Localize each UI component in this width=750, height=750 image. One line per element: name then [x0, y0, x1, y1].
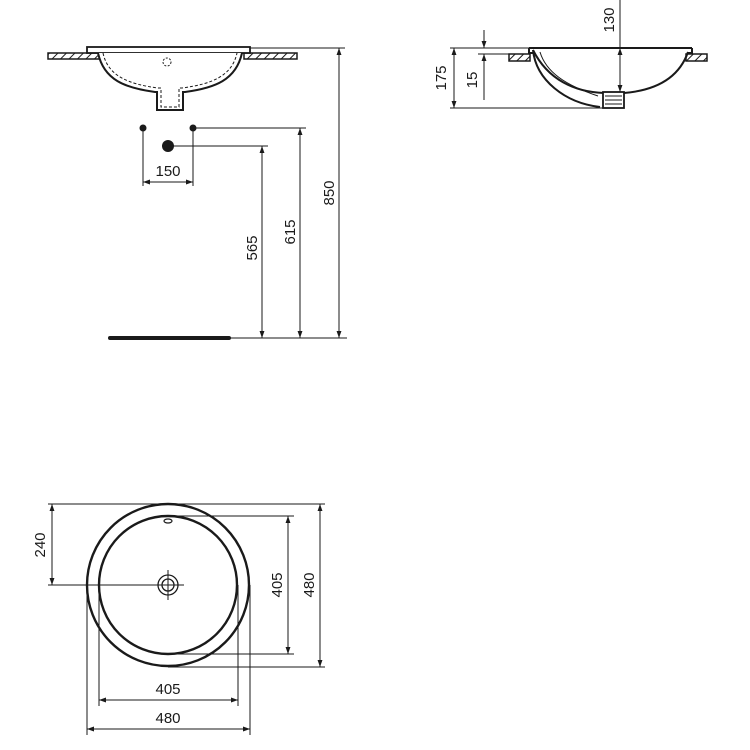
overflow-hole	[162, 57, 172, 67]
top-view: 240 405 480 405 480	[32, 502, 325, 735]
dim-label-drain-offset: 240	[32, 532, 49, 557]
basin-bowl	[97, 52, 243, 111]
countertop-right	[243, 52, 298, 60]
dim-label-inner-height: 405	[269, 572, 286, 597]
front-view: 150 565 615 850	[47, 46, 347, 340]
dim-label-outer-height: 480	[301, 572, 318, 597]
dim-label-rim-thickness: 15	[464, 72, 481, 89]
overflow-slot	[163, 518, 173, 524]
dim-label-tap-spacing: 150	[155, 163, 180, 180]
dim-label-inner-width: 405	[155, 681, 180, 698]
side-basin-bowl	[532, 49, 689, 94]
side-countertop-left	[508, 53, 531, 62]
dim-label-rim-height: 850	[321, 180, 338, 205]
basin-rim	[86, 46, 251, 54]
side-view: 175 15 130	[433, 0, 708, 109]
dim-label-waste-height: 565	[244, 235, 261, 260]
dim-label-overall-depth: 175	[433, 65, 450, 90]
basin-bowl-inner	[102, 52, 238, 108]
drain	[153, 570, 184, 600]
dim-label-bowl-depth: 130	[601, 7, 618, 32]
dim-label-supply-height: 615	[282, 219, 299, 244]
side-countertop-right	[685, 53, 708, 62]
dim-label-outer-width: 480	[155, 710, 180, 727]
countertop-left	[47, 52, 103, 60]
